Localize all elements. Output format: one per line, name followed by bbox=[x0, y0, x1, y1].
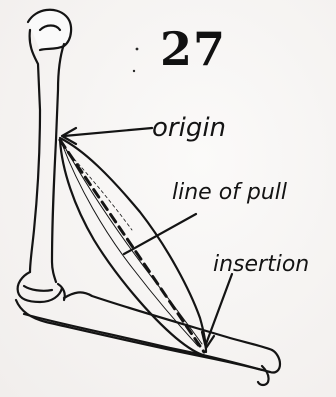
line-of-pull-pointer bbox=[124, 214, 196, 254]
line-of-pull-label: line of pull bbox=[172, 180, 287, 205]
paper-specks bbox=[133, 48, 139, 73]
line-of-pull-dashed bbox=[60, 140, 204, 352]
insertion-pointer bbox=[206, 274, 232, 344]
origin-label: origin bbox=[152, 113, 226, 143]
forearm-bone bbox=[16, 292, 280, 385]
page-number: 27 bbox=[160, 22, 226, 76]
humerus-bone bbox=[18, 10, 71, 302]
insertion-label: insertion bbox=[213, 252, 309, 277]
origin-pointer bbox=[64, 128, 152, 136]
